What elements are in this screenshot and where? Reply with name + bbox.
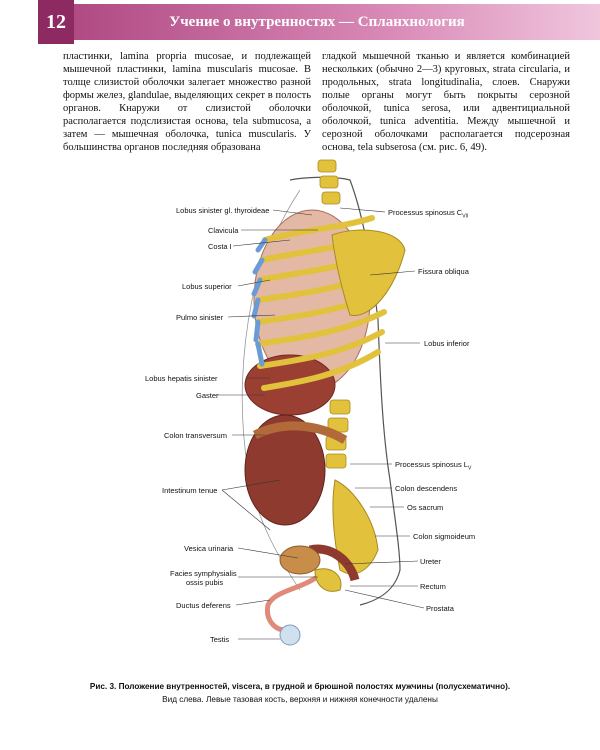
label-lobus-inferior: Lobus inferior [424, 339, 470, 348]
chapter-title: Учение о внутренностях — Спланхнология [169, 13, 465, 30]
anatomy-illustration [217, 159, 425, 646]
page-header: 12 Учение о внутренностях — Спланхнологи… [0, 0, 600, 44]
label-pulmo: Pulmo sinister [176, 313, 224, 322]
header-band: Учение о внутренностях — Спланхнология [74, 4, 600, 40]
label-testis: Testis [210, 635, 230, 644]
text-column-right: гладкой мышечной тканью и является комби… [322, 51, 570, 153]
label-costa: Costa I [208, 242, 232, 251]
page-number: 12 [38, 0, 74, 44]
figure-caption-sub: Вид слева. Левые тазовая кость, верхняя … [162, 695, 438, 704]
label-fissura: Fissura obliqua [418, 267, 469, 276]
label-colon-sigmoideum: Colon sigmoideum [413, 532, 476, 541]
label-processus-l: Processus spinosus LV [395, 460, 472, 472]
figure-caption: Рис. 3. Положение внутренностей, viscera… [89, 682, 511, 691]
label-lobus-thyroideae: Lobus sinister gl. thyroideae [176, 206, 270, 215]
label-gaster: Gaster [196, 391, 219, 400]
label-ductus: Ductus deferens [176, 601, 231, 610]
label-lobus-hepatis: Lobus hepatis sinister [145, 374, 218, 383]
label-clavicula: Clavicula [208, 226, 239, 235]
label-colon-transversum: Colon transversum [164, 431, 227, 440]
label-colon-descendens: Colon descendens [395, 484, 458, 493]
label-processus-c: Processus spinosus CVII [388, 208, 469, 220]
text-column-left: пластинки, lamina propria mucosae, и под… [63, 51, 311, 153]
anatomy-figure: Lobus sinister gl. thyroideae Clavicula … [0, 150, 600, 675]
label-intestinum: Intestinum tenue [162, 486, 218, 495]
label-lobus-superior: Lobus superior [182, 282, 232, 291]
label-os-sacrum: Os sacrum [407, 503, 444, 512]
label-vesica: Vesica urinaria [184, 544, 234, 553]
label-rectum: Rectum [420, 582, 446, 591]
label-ureter: Ureter [420, 557, 441, 566]
label-facies-2: ossis pubis [186, 578, 224, 587]
label-prostata: Prostata [426, 604, 454, 613]
label-facies-1: Facies symphysialis [170, 569, 237, 578]
